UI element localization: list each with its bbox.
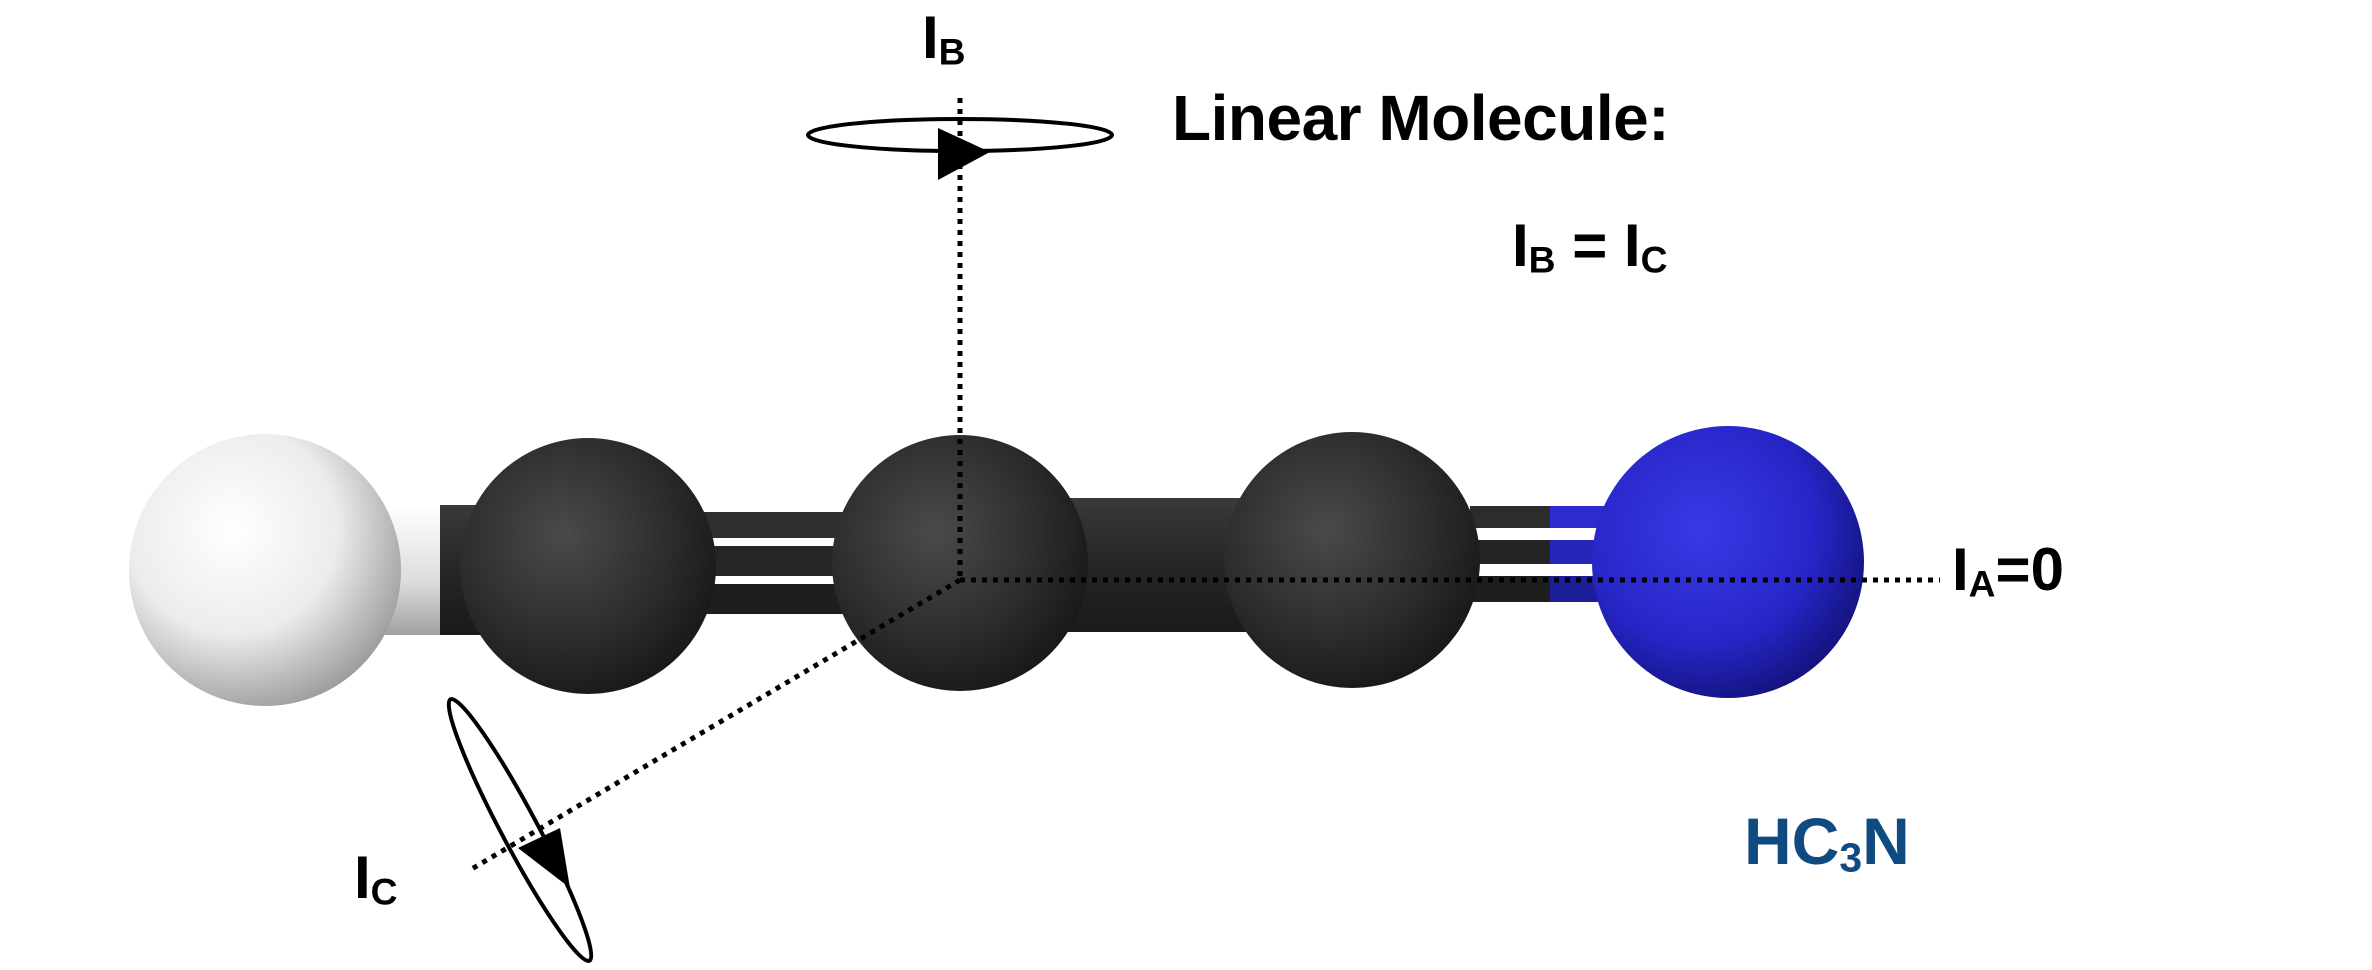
relation-op: = xyxy=(1555,212,1624,279)
formula-part-1: HC xyxy=(1744,804,1840,878)
rotation-b xyxy=(806,117,1114,180)
molecule-formula: HC3N xyxy=(1744,808,1910,878)
bond-c3-n-triple xyxy=(1470,506,1610,602)
axis-a-sub: A xyxy=(1968,562,1996,605)
rotation-b-arrow-icon xyxy=(938,128,990,180)
inertia-relation: IB = IC xyxy=(1512,216,1667,279)
relation-lhs-sub: B xyxy=(1528,238,1556,281)
atom-carbon-3 xyxy=(1224,432,1480,688)
atom-hydrogen xyxy=(129,434,401,706)
axis-b-label: IB xyxy=(922,8,966,71)
axis-b-sub: B xyxy=(938,30,966,73)
axis-c-sub: C xyxy=(370,870,398,913)
axes xyxy=(468,98,1940,873)
formula-part-2: N xyxy=(1862,804,1910,878)
rotation-c xyxy=(446,697,594,963)
axis-a-label: IA=0 xyxy=(1952,540,2064,603)
atoms xyxy=(129,426,1864,706)
axis-c-main: I xyxy=(354,844,371,911)
diagram-title: Linear Molecule: xyxy=(1172,82,1670,154)
atom-nitrogen xyxy=(1592,426,1864,698)
formula-subscript: 3 xyxy=(1839,834,1863,881)
relation-rhs: I xyxy=(1623,212,1641,279)
relation-rhs-sub: C xyxy=(1640,238,1668,281)
axis-c-line xyxy=(468,577,962,873)
rotation-c-arrow-icon xyxy=(518,828,570,888)
axis-c-label: IC xyxy=(354,848,398,911)
axis-a-suffix: =0 xyxy=(1995,536,2064,603)
relation-lhs: I xyxy=(1512,212,1529,279)
atom-carbon-1 xyxy=(460,438,716,694)
rotation-c-ellipse xyxy=(446,697,594,963)
axis-a-main: I xyxy=(1952,536,1969,603)
axis-b-main: I xyxy=(922,4,939,71)
